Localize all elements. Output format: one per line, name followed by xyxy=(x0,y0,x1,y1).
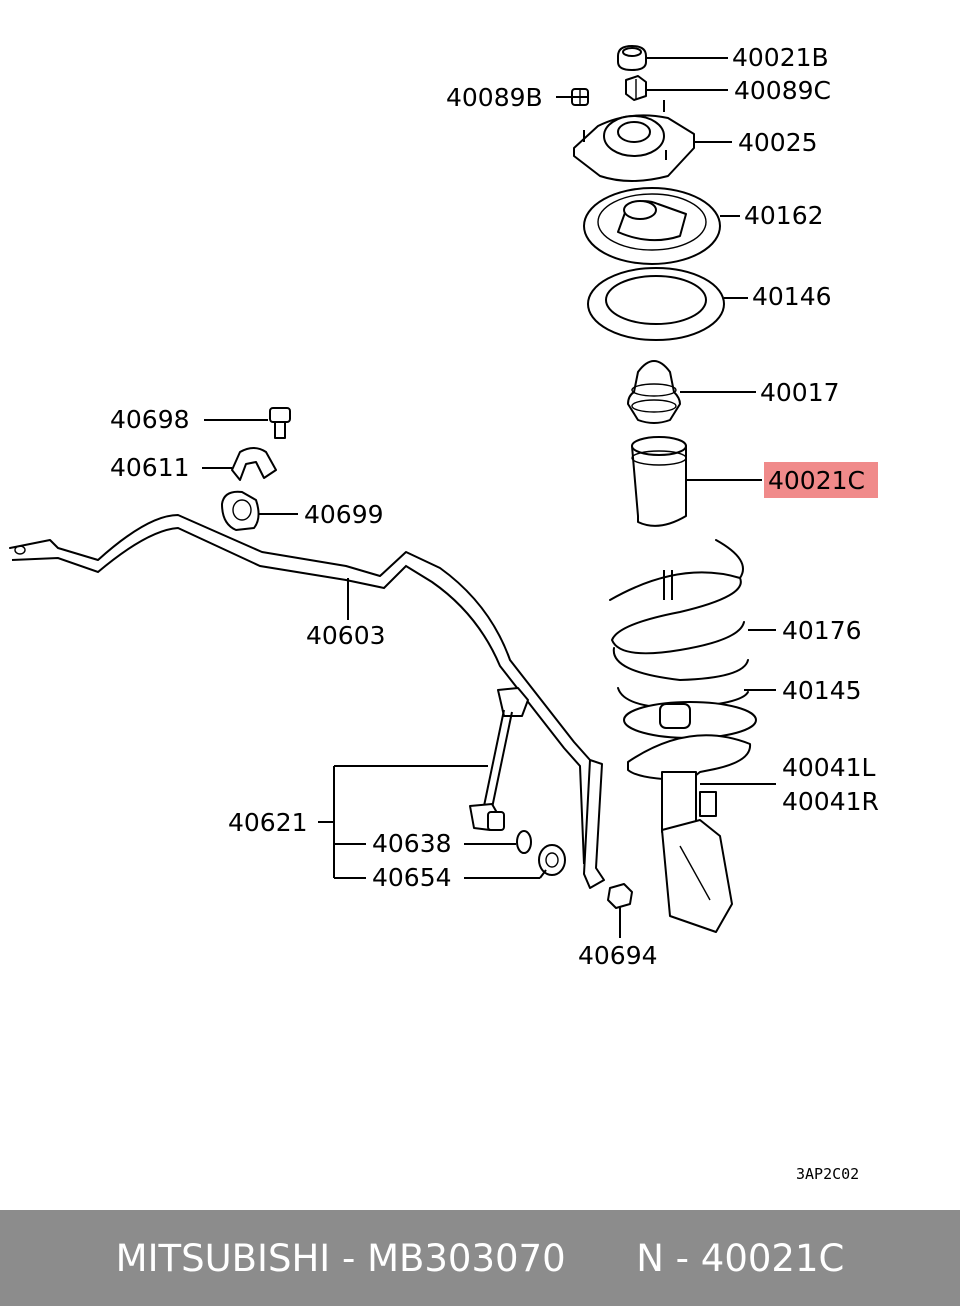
footer-separator-2: - xyxy=(663,1236,701,1280)
label-40176[interactable]: 40176 xyxy=(782,616,862,645)
label-40041l[interactable]: 40041L xyxy=(782,753,876,782)
label-40621[interactable]: 40621 xyxy=(228,808,308,837)
parts-diagram: 40021B 40089B 40089C 40025 40162 40146 4… xyxy=(9,43,879,1183)
label-40162[interactable]: 40162 xyxy=(744,201,824,230)
label-40025[interactable]: 40025 xyxy=(738,128,818,157)
label-40698[interactable]: 40698 xyxy=(110,405,190,434)
label-40041r[interactable]: 40041R xyxy=(782,787,879,816)
leader-lines xyxy=(202,57,776,938)
part-40621-stabilizer-link xyxy=(469,687,529,831)
label-40145[interactable]: 40145 xyxy=(782,676,862,705)
part-40603-stabilizer-bar xyxy=(9,514,605,889)
footer-bar: MITSUBISHI - MB303070 N - 40021C xyxy=(0,1210,960,1306)
part-40638-ring xyxy=(516,830,532,854)
part-40694-nut xyxy=(607,883,633,909)
part-40041-strut xyxy=(627,734,752,933)
footer-gap xyxy=(566,1237,637,1280)
label-40089b[interactable]: 40089B xyxy=(446,83,543,112)
part-40162-spring-seat xyxy=(583,187,721,265)
footer-separator: - xyxy=(330,1236,368,1280)
label-40021b[interactable]: 40021B xyxy=(732,43,829,72)
label-40611[interactable]: 40611 xyxy=(110,453,190,482)
part-40021b-cap xyxy=(617,45,647,71)
part-40021c-dust-cover xyxy=(631,436,687,527)
label-40654[interactable]: 40654 xyxy=(372,863,452,892)
part-40611-bracket xyxy=(231,447,277,481)
part-40698-bolt xyxy=(269,407,291,439)
footer-ref-prefix: N xyxy=(636,1236,664,1280)
label-40694[interactable]: 40694 xyxy=(578,941,658,970)
label-40699[interactable]: 40699 xyxy=(304,500,384,529)
footer-part-number: MB303070 xyxy=(367,1236,566,1280)
footer-brand: MITSUBISHI xyxy=(115,1236,331,1280)
label-40021c[interactable]: 40021C xyxy=(768,466,865,495)
part-labels: 40021B 40089B 40089C 40025 40162 40146 4… xyxy=(110,43,879,1183)
part-40089c-nut xyxy=(625,75,647,101)
label-40017[interactable]: 40017 xyxy=(760,378,840,407)
label-40089c[interactable]: 40089C xyxy=(734,76,831,105)
footer-ref-number: 40021C xyxy=(700,1236,845,1280)
part-40017-bump-stopper xyxy=(627,360,681,424)
part-40176-coil-spring xyxy=(609,539,749,709)
diagram-code: 3AP2C02 xyxy=(796,1165,859,1183)
label-40638[interactable]: 40638 xyxy=(372,829,452,858)
part-40145-lower-insulator xyxy=(623,701,757,739)
label-40146[interactable]: 40146 xyxy=(752,282,832,311)
highlight-box xyxy=(764,462,878,498)
part-40025-strut-mount xyxy=(573,100,695,182)
part-40699-bushing xyxy=(221,490,260,531)
label-40603[interactable]: 40603 xyxy=(306,621,386,650)
part-40146-insulator xyxy=(587,267,725,341)
part-40654-bushing xyxy=(538,844,566,876)
